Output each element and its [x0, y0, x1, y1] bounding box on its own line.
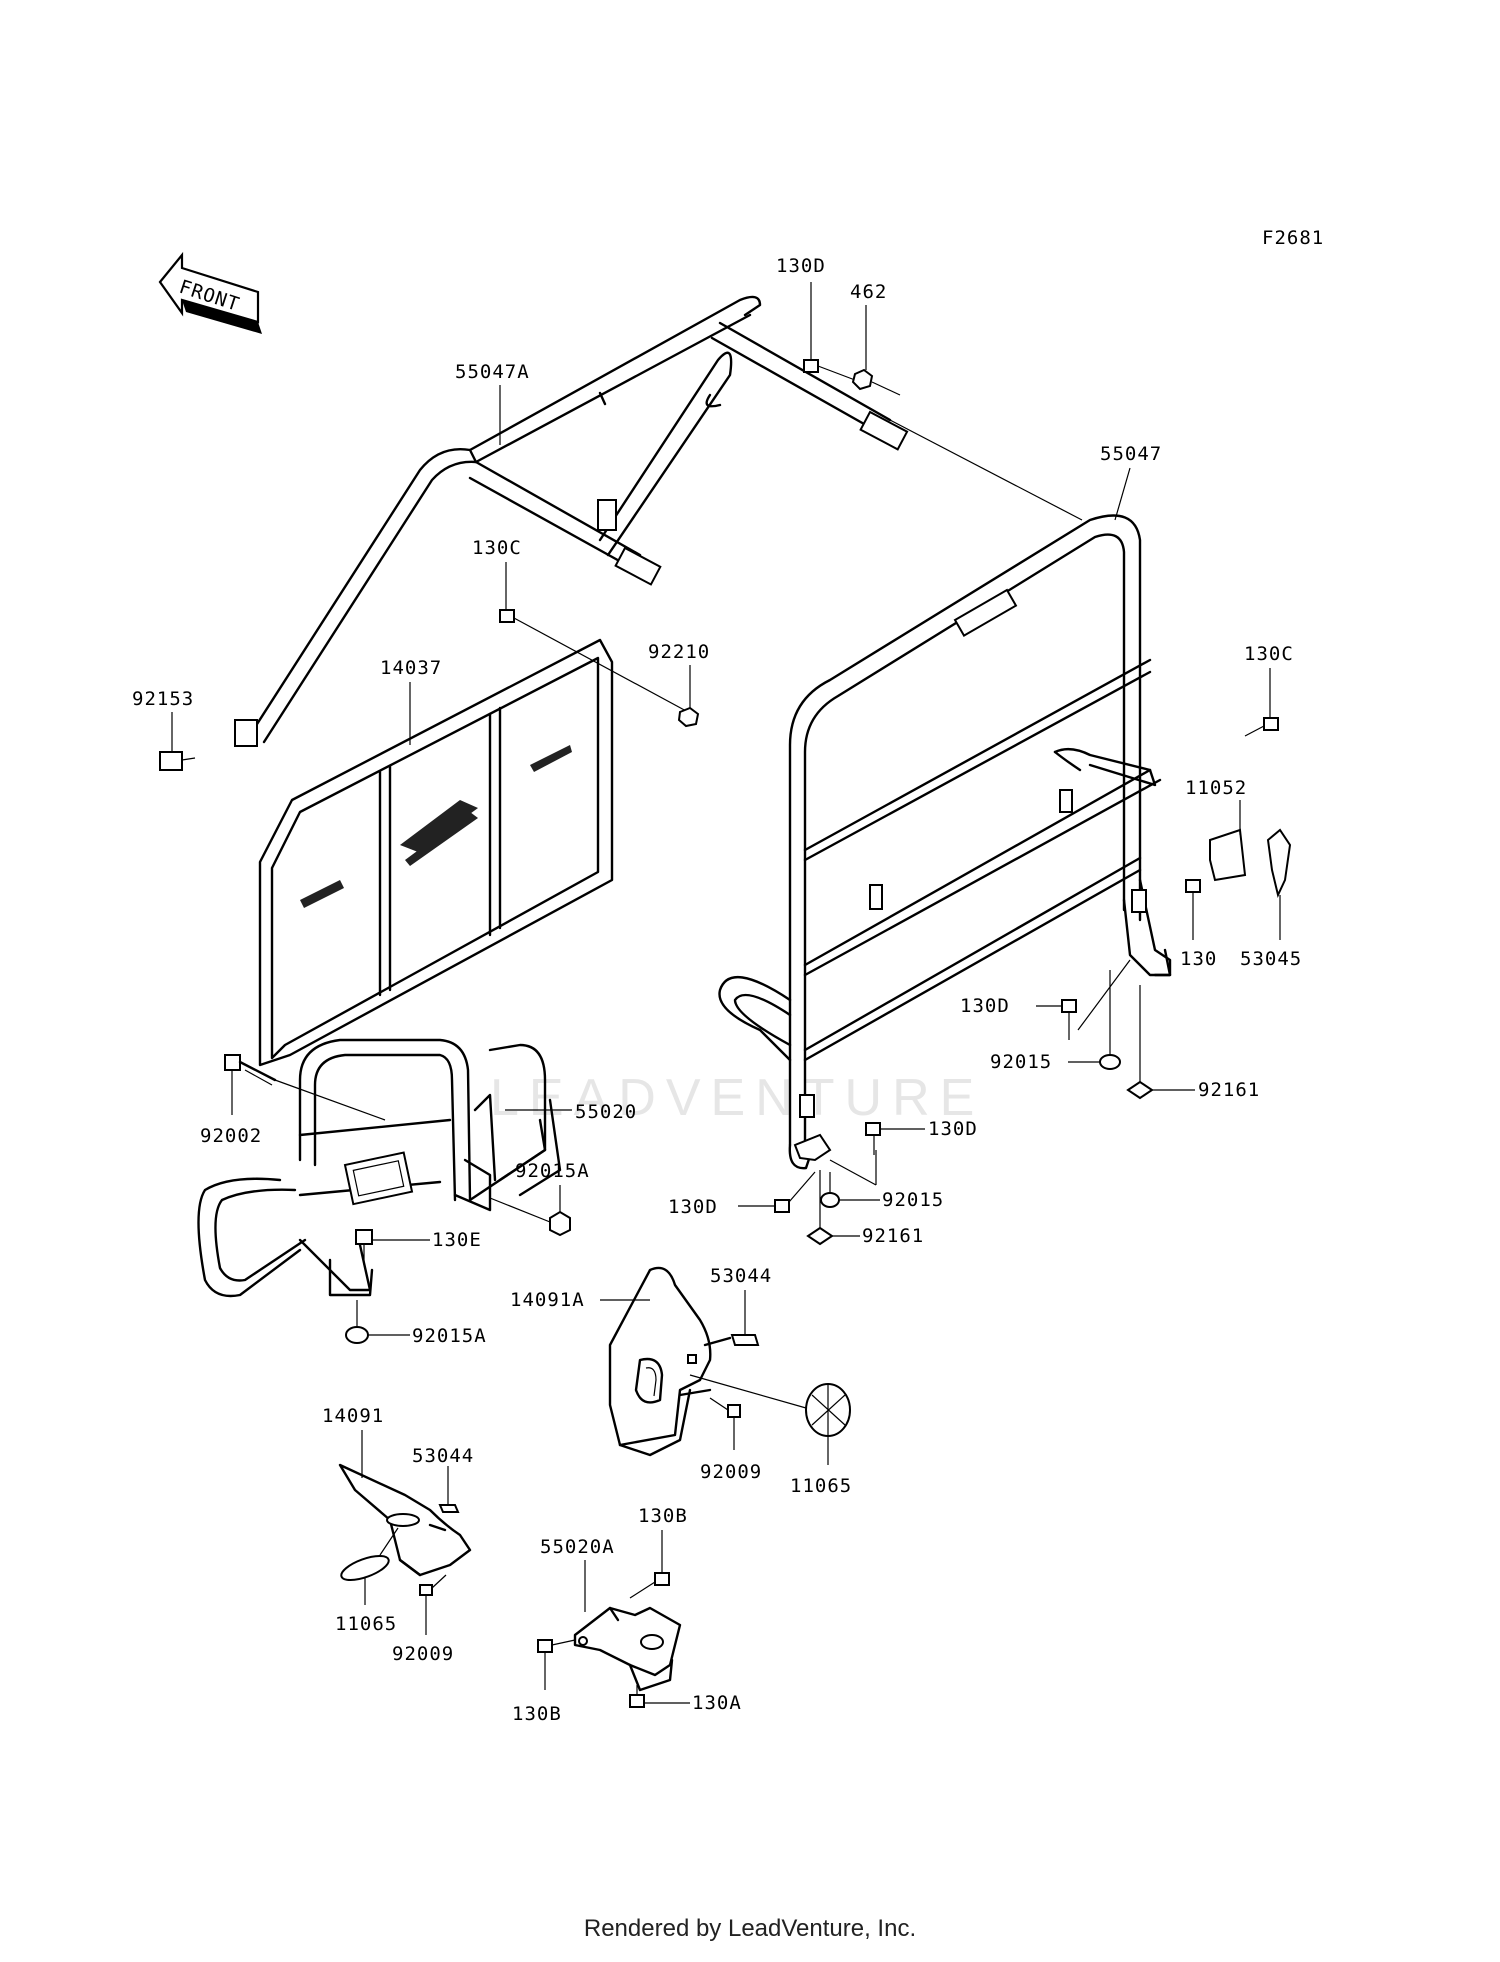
bolt-130b-bottom [537, 1639, 553, 1653]
rops-main-frame [718, 514, 1172, 1170]
label-55047a: 55047A [455, 361, 530, 383]
nut-462 [851, 368, 874, 391]
washer-92161-mid [1126, 1080, 1154, 1100]
label-53044-top: 53044 [710, 1265, 772, 1287]
nut-92210 [677, 706, 700, 728]
label-53045: 53045 [1240, 948, 1302, 970]
label-130b-top: 130B [638, 1505, 688, 1527]
label-14091a: 14091A [510, 1289, 585, 1311]
label-55020a: 55020A [540, 1536, 615, 1558]
label-462: 462 [850, 281, 887, 303]
front-bumper-guard [197, 1038, 562, 1298]
label-92161-low: 92161 [862, 1225, 924, 1247]
label-130e: 130E [432, 1229, 482, 1251]
watermark: LEADVENTURE [490, 1069, 984, 1127]
bolt-130e [355, 1229, 373, 1245]
label-130c-mid: 130C [472, 537, 522, 559]
label-130d-low: 130D [928, 1118, 978, 1140]
bolt-130d-mid [1061, 999, 1077, 1013]
bolt-130a [629, 1694, 645, 1708]
label-14091: 14091 [322, 1405, 384, 1427]
label-92015a-right: 92015A [515, 1160, 590, 1182]
clip-53045 [1266, 828, 1292, 899]
clip-53044-low [438, 1504, 460, 1513]
label-130d-mid: 130D [960, 995, 1010, 1017]
nut-92015a-bottom [345, 1326, 369, 1344]
bracket-11052 [1209, 828, 1247, 882]
label-92002: 92002 [200, 1125, 262, 1147]
label-53044-low: 53044 [412, 1445, 474, 1467]
bolt-130c-mid [499, 609, 515, 623]
label-130c-right: 130C [1244, 643, 1294, 665]
bolt-130d-left [774, 1199, 790, 1213]
label-11052: 11052 [1185, 777, 1247, 799]
label-130b-bottom: 130B [512, 1703, 562, 1725]
label-92009-mid: 92009 [700, 1461, 762, 1483]
nut-92015-mid [1099, 1054, 1121, 1070]
label-11065-mid: 11065 [790, 1475, 852, 1497]
bolt-92153 [159, 751, 183, 771]
label-130a: 130A [692, 1692, 742, 1714]
rear-screen-net [258, 638, 614, 1067]
label-92015a-bottom: 92015A [412, 1325, 487, 1347]
headlight-panel-14091a [608, 1266, 732, 1457]
footer-credit: Rendered by LeadVenture, Inc. [583, 1915, 917, 1942]
label-92009-low: 92009 [392, 1643, 454, 1665]
nut-92015a-right [549, 1210, 571, 1237]
diagram-code: F2681 [1262, 227, 1324, 249]
bolt-130 [1185, 879, 1201, 893]
lamp-lens-11065-low [340, 1554, 390, 1582]
bolt-92002 [224, 1054, 277, 1086]
lamp-lens-11065-mid [805, 1383, 851, 1437]
bolt-130c-right [1263, 717, 1279, 731]
bolt-130d-low [865, 1122, 881, 1136]
nut-92015-low [820, 1192, 840, 1208]
label-55020: 55020 [575, 1101, 637, 1123]
label-92153: 92153 [132, 688, 194, 710]
label-130d-top: 130D [776, 255, 826, 277]
label-130: 130 [1180, 948, 1217, 970]
label-55047: 55047 [1100, 443, 1162, 465]
label-92015-low: 92015 [882, 1189, 944, 1211]
clip-53044-top [730, 1334, 760, 1346]
label-92210: 92210 [648, 641, 710, 663]
bolt-130b-top [654, 1572, 670, 1586]
label-11065-low: 11065 [335, 1613, 397, 1635]
skid-plate-55020a [573, 1606, 682, 1692]
headlight-panel-14091 [338, 1463, 472, 1577]
bolt-130d-top [803, 359, 819, 373]
label-92015-mid: 92015 [990, 1051, 1052, 1073]
label-130d-left: 130D [668, 1196, 718, 1218]
front-arrow-icon: FRONT [158, 251, 262, 334]
label-14037: 14037 [380, 657, 442, 679]
bolt-92009-mid [727, 1404, 741, 1418]
bolt-92009-low [419, 1584, 433, 1596]
washer-92161-low [806, 1226, 834, 1246]
label-92161-mid: 92161 [1198, 1079, 1260, 1101]
